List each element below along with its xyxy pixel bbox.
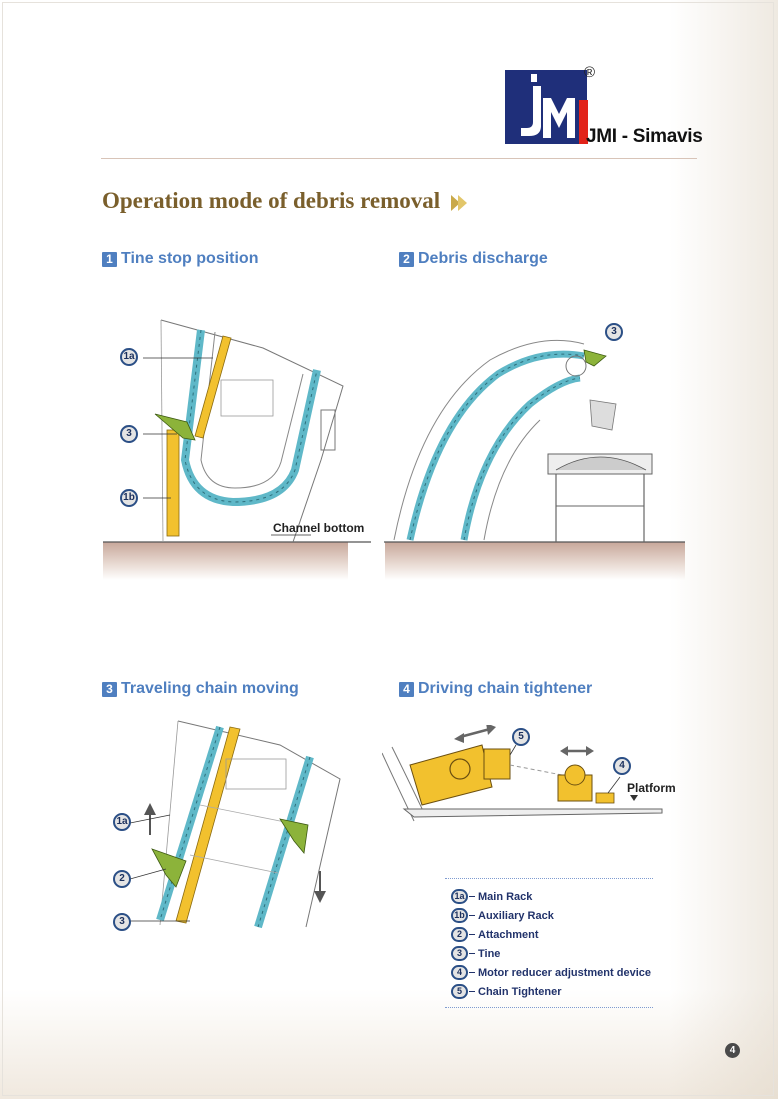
- legend-badge: 1a: [451, 889, 468, 904]
- legend-badge: 3: [451, 946, 468, 961]
- legend-item: 3 Tine: [451, 946, 500, 961]
- page-number: 4: [725, 1043, 740, 1058]
- legend-text: Motor reducer adjustment device: [478, 966, 651, 979]
- legend-badge: 5: [451, 984, 468, 999]
- legend-item: 1a Main Rack: [451, 889, 532, 904]
- chain-tightener-diagram: [382, 725, 663, 822]
- section-title-4: 4 Driving chain tightener: [399, 680, 592, 698]
- channel-bottom-label: Channel bottom: [273, 521, 365, 535]
- legend-badge: 2: [451, 927, 468, 942]
- callout-3: 3: [605, 323, 623, 341]
- legend-text: Tine: [478, 947, 501, 960]
- legend-text: Main Rack: [478, 890, 533, 903]
- legend-item: 2 Attachment: [451, 927, 539, 942]
- section-number: 3: [102, 681, 117, 697]
- callout-2: 2: [113, 870, 131, 888]
- legend-item: 5 Chain Tightener: [451, 984, 562, 999]
- title-arrow-icon: [451, 195, 467, 211]
- legend-badge: 1b: [451, 908, 468, 923]
- section-title-1: 1 Tine stop position: [102, 250, 258, 268]
- header-divider: [101, 158, 697, 159]
- page-title: Operation mode of debris removal: [102, 188, 441, 213]
- traveling-chain-diagram: [130, 720, 341, 929]
- registered-mark: ®: [584, 64, 596, 81]
- logo-letters-icon: [521, 74, 575, 138]
- section-title-3: 3 Traveling chain moving: [102, 680, 299, 698]
- ground-strip-2: [385, 542, 685, 580]
- legend-item: 1b Auxiliary Rack: [451, 908, 554, 923]
- ground-strip-1: [103, 542, 348, 580]
- callout-5: 5: [512, 728, 530, 746]
- callout-3: 3: [113, 913, 131, 931]
- section-number: 1: [102, 251, 117, 267]
- section-number: 4: [399, 681, 414, 697]
- section-number: 2: [399, 251, 414, 267]
- section-label: Tine stop position: [121, 250, 259, 267]
- legend: 1a Main Rack 1b Auxiliary Rack 2 Attachm…: [445, 878, 653, 1008]
- legend-item: 4 Motor reducer adjustment device: [451, 965, 651, 980]
- callout-4: 4: [613, 757, 631, 775]
- brand-name: JMI - Simavis: [586, 126, 703, 147]
- section-label: Debris discharge: [418, 250, 548, 267]
- section-title-2: 2 Debris discharge: [399, 250, 548, 268]
- section-label: Traveling chain moving: [121, 680, 299, 697]
- callout-1b: 1b: [120, 489, 138, 507]
- tine-stop-diagram: [103, 319, 371, 543]
- section-label: Driving chain tightener: [418, 680, 593, 697]
- callout-1a: 1a: [113, 813, 131, 831]
- legend-badge: 4: [451, 965, 468, 980]
- callout-3: 3: [120, 425, 138, 443]
- legend-text: Auxiliary Rack: [478, 909, 554, 922]
- platform-label: Platform: [627, 781, 676, 795]
- callout-1a: 1a: [120, 348, 138, 366]
- legend-text: Chain Tightener: [478, 985, 562, 998]
- brand-logo: [505, 70, 587, 144]
- legend-text: Attachment: [478, 928, 539, 941]
- logo-red-bar: [579, 100, 588, 144]
- debris-discharge-diagram: [384, 339, 685, 543]
